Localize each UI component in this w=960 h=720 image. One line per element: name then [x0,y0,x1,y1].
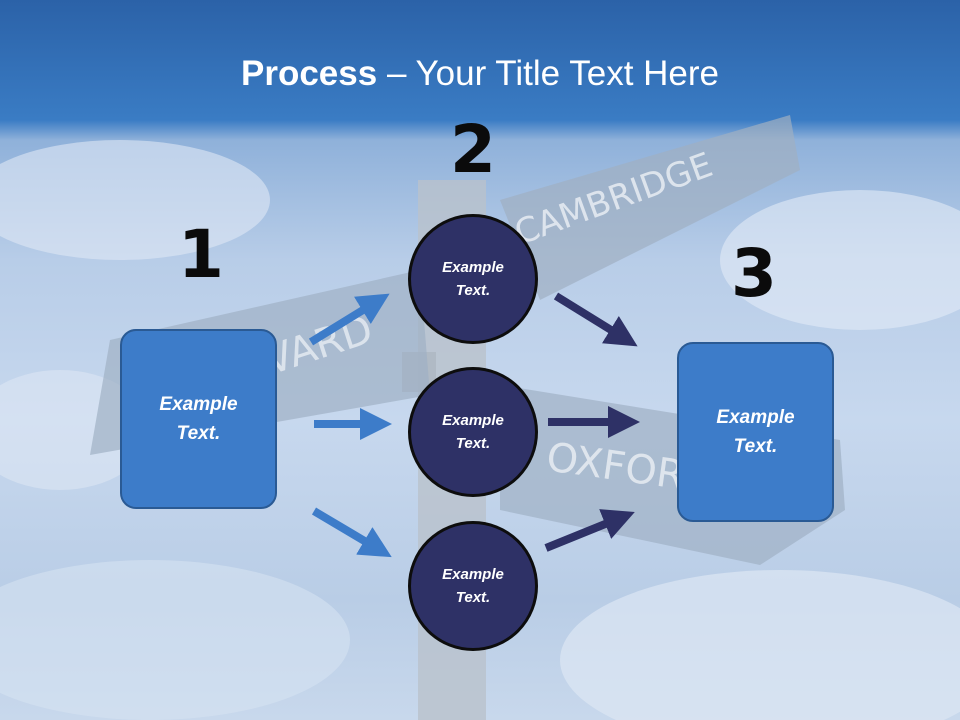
step-number-1: 1 [178,216,224,293]
title-bold: Process [241,54,378,93]
arrow-left-to-top [308,293,390,346]
arrow-bottom-to-right [544,509,635,552]
left-box: Example Text. [120,329,277,509]
left-box-label: Example Text. [159,394,238,444]
step-number-3: 3 [731,235,777,312]
circle-top-label: Example Text. [442,259,504,299]
circle-middle-label: Example Text. [442,412,504,452]
right-box: Example Text. [677,342,834,522]
title-rest: – Your Title Text Here [377,54,719,93]
circle-middle: Example Text. [408,367,538,497]
slide-title: Process – Your Title Text Here [0,54,960,94]
right-box-label: Example Text. [716,407,795,457]
arrow-left-to-bottom [311,507,392,558]
circle-top: Example Text. [408,214,538,344]
arrow-top-to-right [553,292,638,347]
circle-bottom-label: Example Text. [442,566,504,606]
step-number-2: 2 [450,111,496,188]
circle-bottom: Example Text. [408,521,538,651]
